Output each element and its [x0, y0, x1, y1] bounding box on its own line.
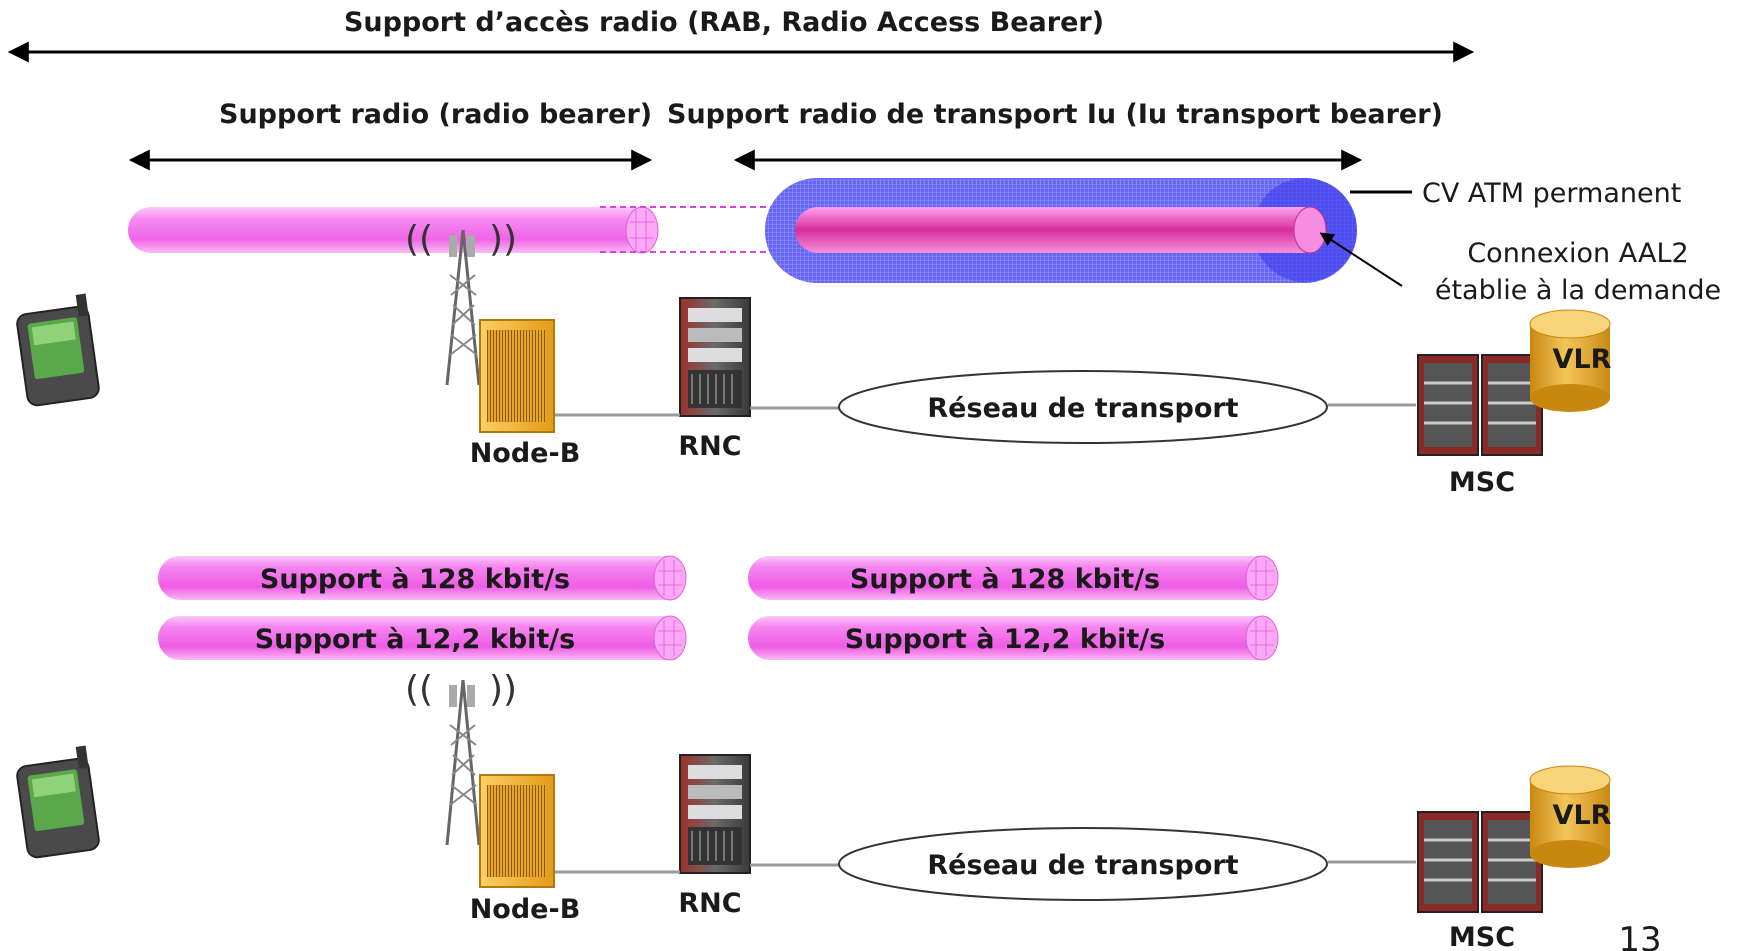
iu-tube-12-label: Support à 12,2 kbit/s: [845, 624, 1166, 655]
rab-label: Support d’accès radio (RAB, Radio Access…: [344, 7, 1104, 38]
mobile-phone-icon-bottom: [16, 745, 100, 859]
radio-tube-12: [158, 615, 687, 661]
svg-text:((: ((: [405, 669, 433, 710]
transport-network-label-bottom: Réseau de transport: [927, 850, 1238, 881]
rnc-rack-icon-bottom: [679, 754, 751, 874]
transport-network-label: Réseau de transport: [927, 393, 1238, 424]
aal2-tube: [795, 206, 1327, 254]
iu-tube-12: [748, 615, 1279, 661]
aal2-label-line2: établie à la demande: [1435, 275, 1721, 306]
vlr-label-bottom: VLR: [1553, 800, 1612, 831]
radio-tube-12-label: Support à 12,2 kbit/s: [255, 624, 576, 655]
node-b-tower-icon: (( )): [405, 219, 555, 433]
page-number: 13: [1618, 920, 1661, 951]
transport-network-ellipse: [838, 370, 1328, 444]
node-b-label: Node-B: [470, 438, 581, 469]
iu-bearer-label: Support radio de transport Iu (Iu transp…: [667, 99, 1443, 130]
radio-tube-128: [158, 555, 687, 601]
rnc-label-bottom: RNC: [678, 888, 741, 919]
radio-bearer-label: Support radio (radio bearer): [219, 99, 652, 130]
vlr-label: VLR: [1553, 344, 1612, 375]
radio-bearer-tube: [128, 206, 659, 254]
node-b-label-bottom: Node-B: [470, 894, 581, 925]
aal2-pointer: [1319, 232, 1403, 287]
msc-label-bottom: MSC: [1449, 922, 1515, 951]
vlr-database-icon: [1529, 309, 1611, 412]
vlr-database-icon-bottom: [1529, 765, 1611, 868]
iu-tube-128: [748, 555, 1279, 601]
mobile-phone-icon: [16, 293, 100, 407]
svg-text:)): )): [489, 669, 517, 710]
msc-server-icon-bottom: [1417, 811, 1543, 913]
radio-tube-128-label: Support à 128 kbit/s: [260, 564, 570, 595]
svg-text:((: ((: [405, 219, 433, 260]
node-b-tower-icon-bottom: (( )): [405, 669, 555, 888]
rnc-label: RNC: [678, 431, 741, 462]
cv-atm-label: CV ATM permanent: [1422, 178, 1681, 209]
svg-text:)): )): [489, 219, 517, 260]
msc-label: MSC: [1449, 467, 1515, 498]
aal2-label-line1: Connexion AAL2: [1467, 238, 1688, 269]
transport-network-ellipse-bottom: [838, 827, 1328, 901]
msc-server-icon: [1417, 354, 1543, 456]
iu-tube-128-label: Support à 128 kbit/s: [850, 564, 1160, 595]
rnc-rack-icon: [679, 297, 751, 417]
